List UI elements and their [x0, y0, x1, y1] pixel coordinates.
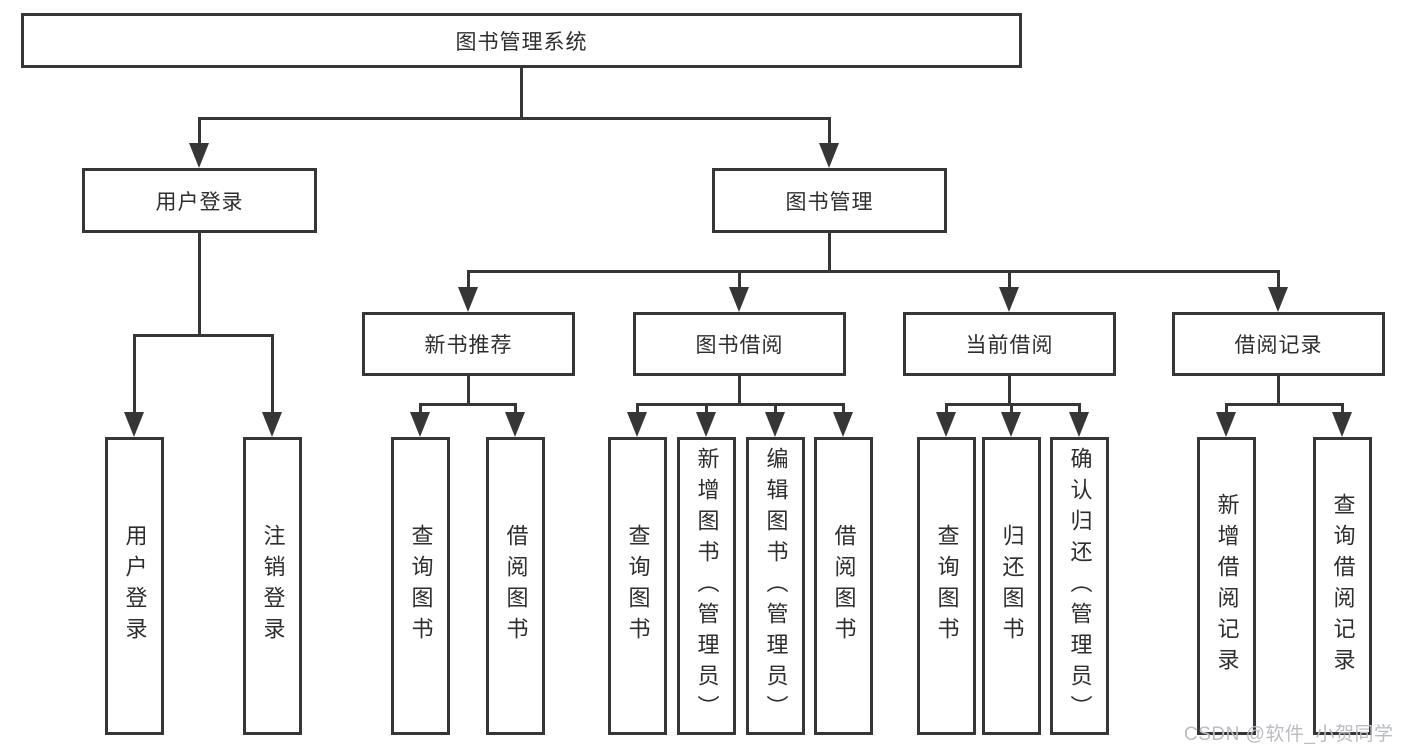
arrow-down-icon	[729, 287, 749, 312]
node-library-system: 图书管理系统	[21, 13, 1022, 68]
node-label: 图书借阅	[695, 334, 784, 357]
node-label: 查询借阅记录	[1330, 493, 1356, 679]
arrow-down-icon	[1001, 412, 1021, 437]
node-user-login: 用户登录	[82, 168, 317, 233]
node-label: 借阅图书	[503, 524, 529, 648]
node-label: 用户登录	[155, 190, 244, 214]
connector-line	[198, 233, 201, 337]
node-confirm-return-admin: 确认归还（管理员）	[1050, 437, 1109, 735]
connector-line	[198, 117, 201, 146]
arrow-down-icon	[765, 412, 785, 437]
connector-line	[514, 403, 517, 415]
connector-line	[467, 270, 470, 290]
arrow-down-icon	[1069, 412, 1089, 437]
node-label: 借阅图书	[831, 524, 857, 648]
arrow-down-icon	[410, 412, 430, 437]
node-label: 查询图书	[625, 524, 651, 648]
node-query-book-current: 查询图书	[917, 437, 976, 735]
connector-line	[1341, 403, 1344, 415]
connector-line	[1078, 403, 1081, 415]
connector-line	[467, 374, 470, 406]
node-label: 新增图书（管理员）	[694, 446, 720, 726]
node-borrow-book-leaf: 借阅图书	[814, 437, 873, 735]
node-book-borrow: 图书借阅	[633, 312, 846, 376]
connector-line	[271, 334, 274, 415]
connector-line	[133, 334, 136, 415]
node-label: 新书推荐	[424, 334, 513, 357]
arrow-down-icon	[124, 412, 144, 437]
arrow-down-icon	[936, 412, 956, 437]
connector-line	[738, 374, 741, 406]
arrow-down-icon	[627, 412, 647, 437]
connector-line	[1277, 374, 1280, 406]
connector-line	[467, 270, 1280, 273]
node-add-borrow-record: 新增借阅记录	[1197, 437, 1256, 735]
connector-line	[1008, 374, 1011, 406]
node-logout-leaf: 注销登录	[243, 437, 302, 735]
connector-line	[1225, 403, 1228, 415]
node-add-book-admin: 新增图书（管理员）	[677, 437, 736, 735]
arrow-down-icon	[189, 143, 209, 168]
arrow-down-icon	[696, 412, 716, 437]
connector-line	[828, 117, 831, 146]
node-label: 借阅记录	[1234, 334, 1323, 357]
arrow-down-icon	[819, 143, 839, 168]
node-query-book-borrow: 查询图书	[608, 437, 667, 735]
node-label: 编辑图书（管理员）	[763, 446, 789, 726]
node-label: 图书管理	[785, 190, 874, 214]
arrow-down-icon	[1332, 412, 1352, 437]
node-label: 查询图书	[934, 524, 960, 648]
connector-line	[1008, 270, 1011, 290]
arrow-down-icon	[1216, 412, 1236, 437]
node-return-book: 归还图书	[982, 437, 1041, 735]
node-user-login-leaf: 用户登录	[105, 437, 164, 735]
connector-line	[738, 270, 741, 290]
connector-line	[1225, 403, 1344, 406]
node-label: 图书管理系统	[455, 30, 588, 54]
connector-line	[636, 403, 845, 406]
arrow-down-icon	[262, 412, 282, 437]
connector-line	[198, 117, 831, 120]
node-label: 新增借阅记录	[1214, 493, 1240, 679]
node-label: 用户登录	[122, 524, 148, 648]
connector-line	[636, 403, 639, 415]
node-query-book-newbook: 查询图书	[391, 437, 450, 735]
connector-line	[842, 403, 845, 415]
node-label: 当前借阅	[965, 334, 1054, 357]
node-borrow-records: 借阅记录	[1172, 312, 1385, 376]
arrow-down-icon	[999, 287, 1019, 312]
arrow-down-icon	[458, 287, 478, 312]
arrow-down-icon	[505, 412, 525, 437]
node-current-borrow: 当前借阅	[903, 312, 1116, 376]
node-label: 归还图书	[999, 524, 1025, 648]
connector-line	[945, 403, 948, 415]
arrow-down-icon	[1268, 287, 1288, 312]
node-label: 注销登录	[260, 524, 286, 648]
connector-line	[774, 403, 777, 415]
csdn-watermark: CSDN @软件_小贺同学	[1184, 724, 1394, 745]
node-new-book-recommend: 新书推荐	[362, 312, 575, 376]
connector-line	[419, 403, 422, 415]
connector-line	[133, 334, 274, 337]
connector-line	[419, 403, 517, 406]
node-label: 查询图书	[408, 524, 434, 648]
connector-line	[705, 403, 708, 415]
node-query-borrow-record: 查询借阅记录	[1313, 437, 1372, 735]
node-edit-book-admin: 编辑图书（管理员）	[746, 437, 805, 735]
arrow-down-icon	[833, 412, 853, 437]
node-borrow-book-newbook: 借阅图书	[486, 437, 545, 735]
node-label: 确认归还（管理员）	[1067, 446, 1093, 726]
connector-line	[1277, 270, 1280, 290]
connector-line	[1010, 403, 1013, 415]
connector-line	[828, 233, 831, 273]
connector-line	[520, 67, 523, 120]
node-book-management: 图书管理	[712, 168, 947, 233]
connector-line	[945, 403, 1081, 406]
